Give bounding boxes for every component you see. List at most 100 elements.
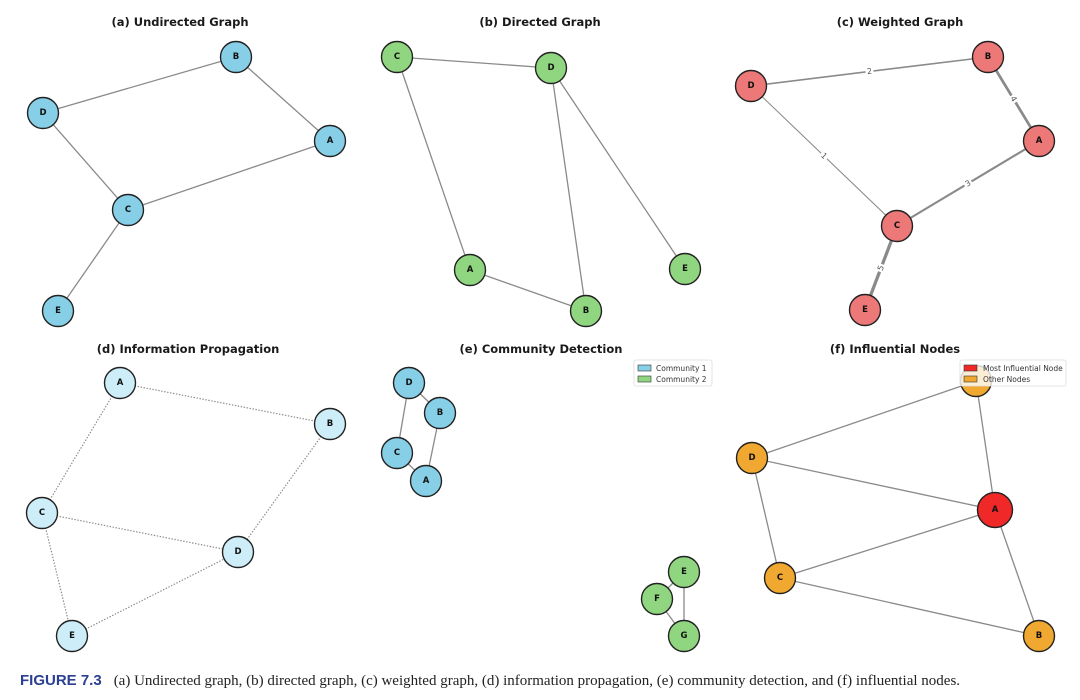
figure-number: FIGURE 7.3 xyxy=(20,672,102,689)
node-a xyxy=(409,464,443,498)
edge-e-a xyxy=(975,380,996,511)
node-a xyxy=(453,253,487,287)
node-label: C xyxy=(394,448,400,458)
edge-a-b xyxy=(119,382,331,425)
legend-label-most-influential: Most Influential Node xyxy=(983,364,1063,373)
node-label: B xyxy=(233,52,239,62)
node-a xyxy=(313,124,347,158)
node-d xyxy=(392,366,426,400)
edge-c-a xyxy=(779,509,996,579)
node-label: B xyxy=(583,306,589,316)
panel-title: (d) Information Propagation xyxy=(97,342,280,356)
figure-panels: (a) Undirected Graph A B C D E (b) Directed … xyxy=(25,15,1067,653)
node-f xyxy=(640,582,674,616)
node-d xyxy=(26,96,60,130)
node-b xyxy=(569,294,603,328)
edge-weight-label: 1 xyxy=(819,151,829,161)
node-label: A xyxy=(327,136,334,146)
legend-swatch-community-2 xyxy=(637,375,652,383)
node-e xyxy=(668,252,702,286)
node-a xyxy=(1022,124,1056,158)
node-b xyxy=(971,40,1005,74)
edge-d-e xyxy=(550,67,686,270)
node-label: C xyxy=(39,508,45,518)
node-label: D xyxy=(747,81,754,91)
edge-label-bg xyxy=(1007,92,1020,106)
edge-d-b xyxy=(550,67,587,312)
node-label: C xyxy=(394,52,400,62)
node-d xyxy=(534,51,568,85)
legend-label-other-nodes: Other Nodes xyxy=(983,375,1030,384)
node-label: D xyxy=(405,378,412,388)
panel-title: (b) Directed Graph xyxy=(479,15,600,29)
node-c xyxy=(880,209,914,243)
edge-b-d xyxy=(237,423,331,553)
node-label: E xyxy=(681,567,687,577)
legend-swatch-most-influential xyxy=(963,364,978,372)
node-a xyxy=(976,491,1014,529)
edge-c-d xyxy=(41,512,239,553)
node-label: A xyxy=(423,476,430,486)
panel-title: (f) Influential Nodes xyxy=(830,342,960,356)
node-e xyxy=(41,294,75,328)
edge-a-b xyxy=(994,509,1040,637)
node-b xyxy=(219,40,253,74)
legend-swatch-community-1 xyxy=(637,364,652,372)
panel-title: (a) Undirected Graph xyxy=(111,15,248,29)
node-c xyxy=(25,496,59,530)
node-label: B xyxy=(437,408,443,418)
node-d xyxy=(735,441,769,475)
node-d xyxy=(221,535,255,569)
node-label: F xyxy=(654,594,660,604)
edge-c-a xyxy=(396,56,471,271)
edge-weight-label: 4 xyxy=(1008,94,1018,103)
edge-c-e xyxy=(41,512,73,637)
node-e xyxy=(848,293,882,327)
panel-title: (c) Weighted Graph xyxy=(837,15,964,29)
edge-weight-label: 5 xyxy=(876,264,886,272)
edge-label-bg xyxy=(961,177,975,190)
legend-communities: Community 1 Community 2 xyxy=(633,359,713,387)
node-b xyxy=(423,396,457,430)
node-label: E xyxy=(69,631,75,641)
legend-box xyxy=(959,359,1067,387)
node-label: C xyxy=(125,205,131,215)
node-label: E xyxy=(682,264,688,274)
edge-label-bg xyxy=(864,66,875,77)
node-label: A xyxy=(117,378,124,388)
legend-box xyxy=(633,359,713,387)
node-d xyxy=(734,69,768,103)
figure-caption: FIGURE 7.3 (a) Undirected graph, (b) dire… xyxy=(20,672,1080,690)
node-c xyxy=(111,193,145,227)
node-c xyxy=(763,561,797,595)
node-b xyxy=(313,407,347,441)
node-c xyxy=(380,436,414,470)
node-c xyxy=(380,40,414,74)
node-a xyxy=(103,366,137,400)
caption-text: (a) Undirected graph, (b) directed graph… xyxy=(113,673,961,689)
node-label: D xyxy=(234,547,241,557)
node-label: C xyxy=(777,573,783,583)
edge-e-d xyxy=(751,380,977,459)
node-label: E xyxy=(862,305,868,315)
edge-label-bg xyxy=(874,262,888,274)
legend-swatch-other-nodes xyxy=(963,375,978,383)
panel-information-propagation: (d) Information Propagation A B C D E xyxy=(25,342,347,653)
node-label: B xyxy=(1036,631,1042,641)
node-label: B xyxy=(327,419,333,429)
panel-title: (e) Community Detection xyxy=(460,342,623,356)
edge-a-c xyxy=(41,382,121,514)
legend-label-community-1: Community 1 xyxy=(656,364,707,373)
node-label: D xyxy=(748,453,755,463)
edge-weight-label: 3 xyxy=(964,178,973,188)
edge-weight-label: 2 xyxy=(866,67,872,77)
edge-b-a xyxy=(235,56,331,142)
edge-c-d xyxy=(396,56,552,69)
node-label: A xyxy=(1036,136,1043,146)
node-label: C xyxy=(894,221,900,231)
